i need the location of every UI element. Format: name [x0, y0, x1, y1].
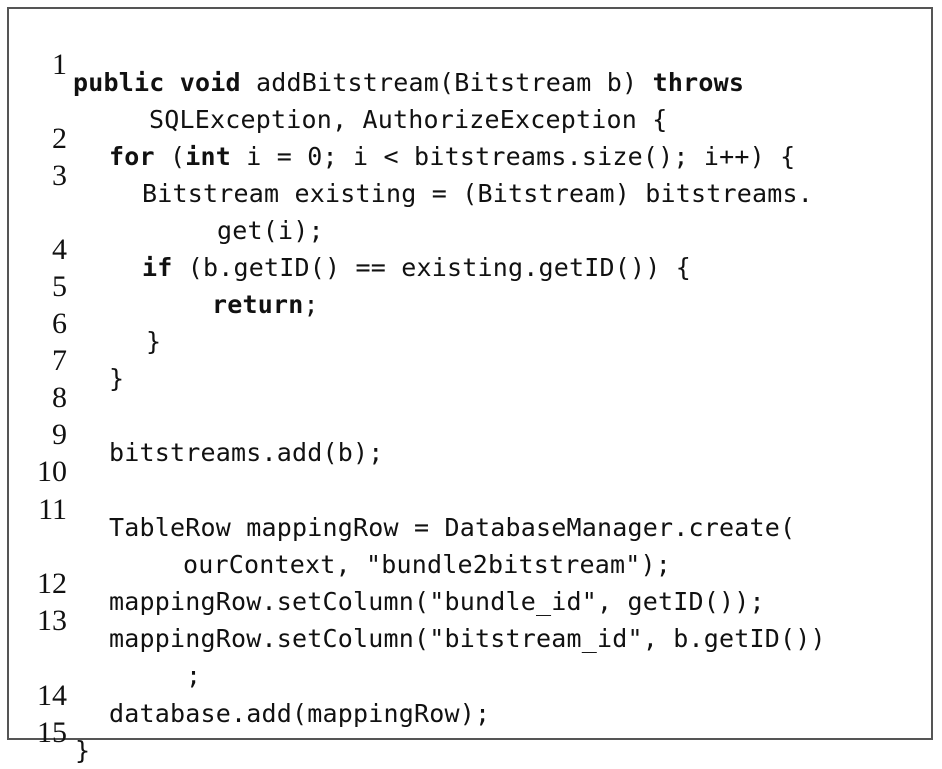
code-text: (b.getID() == existing.getID()) {: [172, 253, 692, 282]
code-line-13-cont: ;: [9, 621, 931, 690]
code-line-3-cont: get(i);: [9, 176, 931, 245]
keyword: if: [142, 253, 173, 282]
code-text: ;: [186, 661, 202, 690]
code-line-5: 5 return;: [9, 250, 931, 319]
code-line-1-cont: SQLException, AuthorizeException {: [9, 65, 931, 134]
keyword: public void: [73, 68, 241, 97]
keyword: return: [212, 290, 304, 319]
line-number: 14: [37, 679, 67, 712]
line-number: 8: [52, 381, 67, 414]
line-number: 9: [52, 418, 67, 451]
keyword: throws: [652, 68, 745, 97]
line-number: 13: [37, 604, 67, 637]
code-line-2: 2 for (int i = 0; i < bitstreams.size();…: [9, 102, 931, 171]
line-number: 5: [52, 270, 67, 303]
code-text: }: [75, 736, 91, 765]
code-text: ourContext, "bundle2bitstream");: [183, 550, 672, 579]
code-line-6: 6 }: [9, 287, 931, 356]
code-line-9: 9 bitstreams.add(b);: [9, 398, 931, 467]
code-line-15: 15 }: [9, 696, 931, 765]
code-text: }: [146, 327, 162, 356]
code-listing-frame: 1 public void addBitstream(Bitstream b) …: [7, 7, 933, 765]
code-line-7: 7 }: [9, 324, 931, 393]
line-number: 12: [37, 567, 67, 600]
code-text: database.add(mappingRow);: [109, 699, 491, 728]
code-text: mappingRow.setColumn("bundle_id", getID(…: [109, 587, 765, 616]
code-line-4: 4 if (b.getID() == existing.getID()) {: [9, 213, 931, 282]
code-line-8: 8: [9, 361, 931, 414]
code-text: i = 0; i < bitstreams.size(); i++) {: [231, 142, 796, 171]
line-number: 4: [52, 233, 67, 266]
code-line-14: 14 database.add(mappingRow);: [9, 659, 931, 728]
code-text: ;: [303, 290, 319, 319]
keyword: for: [109, 142, 155, 171]
line-number: 1: [52, 48, 67, 81]
code-line-13: 13 mappingRow.setColumn("bitstream_id", …: [9, 584, 931, 653]
code-line-11: 11 TableRow mappingRow = DatabaseManager…: [9, 473, 931, 542]
line-number: 7: [52, 344, 67, 377]
code-text: SQLException, AuthorizeException {: [149, 105, 668, 134]
code-text: bitstreams.add(b);: [109, 438, 384, 467]
code-text: TableRow mappingRow = DatabaseManager.cr…: [109, 513, 796, 542]
code-text: addBitstream(Bitstream b): [240, 68, 653, 97]
code-line-1: 1 public void addBitstream(Bitstream b) …: [9, 28, 931, 97]
line-number: 3: [52, 159, 67, 192]
line-number: 10: [37, 455, 67, 488]
code-text: mappingRow.setColumn("bitstream_id", b.g…: [109, 624, 826, 653]
code-line-10: 10: [9, 435, 931, 488]
code-text: get(i);: [217, 216, 324, 245]
code-text: Bitstream existing = (Bitstream) bitstre…: [142, 179, 814, 208]
line-number: 2: [52, 122, 67, 155]
code-line-12: 12 mappingRow.setColumn("bundle_id", get…: [9, 547, 931, 616]
keyword: int: [185, 142, 232, 171]
code-text: }: [109, 364, 125, 393]
code-line-11-cont: ourContext, "bundle2bitstream");: [9, 510, 931, 579]
line-number: 11: [38, 493, 67, 526]
code-line-3: 3 Bitstream existing = (Bitstream) bitst…: [9, 139, 931, 208]
line-number: 6: [52, 307, 67, 340]
code-text: (: [154, 142, 186, 171]
line-number: 15: [37, 716, 67, 749]
